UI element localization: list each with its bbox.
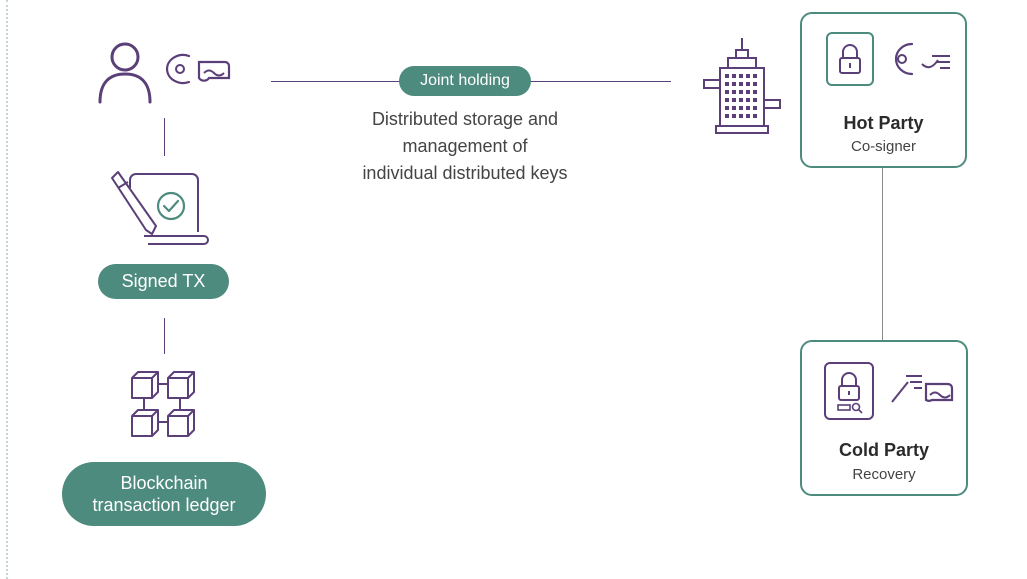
- hot-to-cold-connector: [882, 166, 883, 342]
- signed-tx-label: Signed TX: [121, 271, 206, 291]
- key-token-icon: [166, 53, 231, 85]
- signed-document-icon: [111, 171, 209, 245]
- key-token-icon: [891, 375, 954, 403]
- blockchain-icon: [131, 371, 195, 437]
- page-left-border: [6, 0, 8, 579]
- joint-holding-label: Joint holding: [420, 72, 510, 89]
- user-to-document-connector: [164, 118, 165, 156]
- cold-party-title: Cold Party: [838, 440, 930, 460]
- description-line-1: Distributed storage and: [371, 109, 559, 129]
- description-line-3: individual distributed keys: [362, 163, 568, 183]
- key-token-icon: [894, 42, 950, 76]
- joint-holding-badge: Joint holding: [399, 66, 531, 96]
- description-line-2: management of: [402, 136, 528, 156]
- ledger-label-line2: transaction ledger: [92, 495, 236, 515]
- signed-tx-badge: Signed TX: [98, 264, 229, 299]
- hot-lock-tile: [826, 32, 874, 86]
- blockchain-ledger-badge: Blockchain transaction ledger: [62, 462, 266, 526]
- ledger-label-line1: Blockchain: [120, 473, 208, 493]
- cold-party-subtitle: Recovery: [852, 466, 916, 483]
- tx-to-ledger-connector: [164, 318, 165, 354]
- hot-party-card: Hot Party Co-signer: [800, 12, 967, 168]
- building-icon: [703, 38, 781, 134]
- lock-key-icon: [837, 372, 863, 414]
- cold-lock-tile: [824, 362, 874, 420]
- hot-party-subtitle: Co-signer: [850, 138, 917, 155]
- user-icon: [98, 42, 152, 104]
- cold-party-card: Cold Party Recovery: [800, 340, 968, 496]
- lock-icon: [839, 44, 861, 74]
- distribution-description: Distributed storage and management of in…: [335, 106, 595, 187]
- hot-party-title: Hot Party: [843, 113, 924, 133]
